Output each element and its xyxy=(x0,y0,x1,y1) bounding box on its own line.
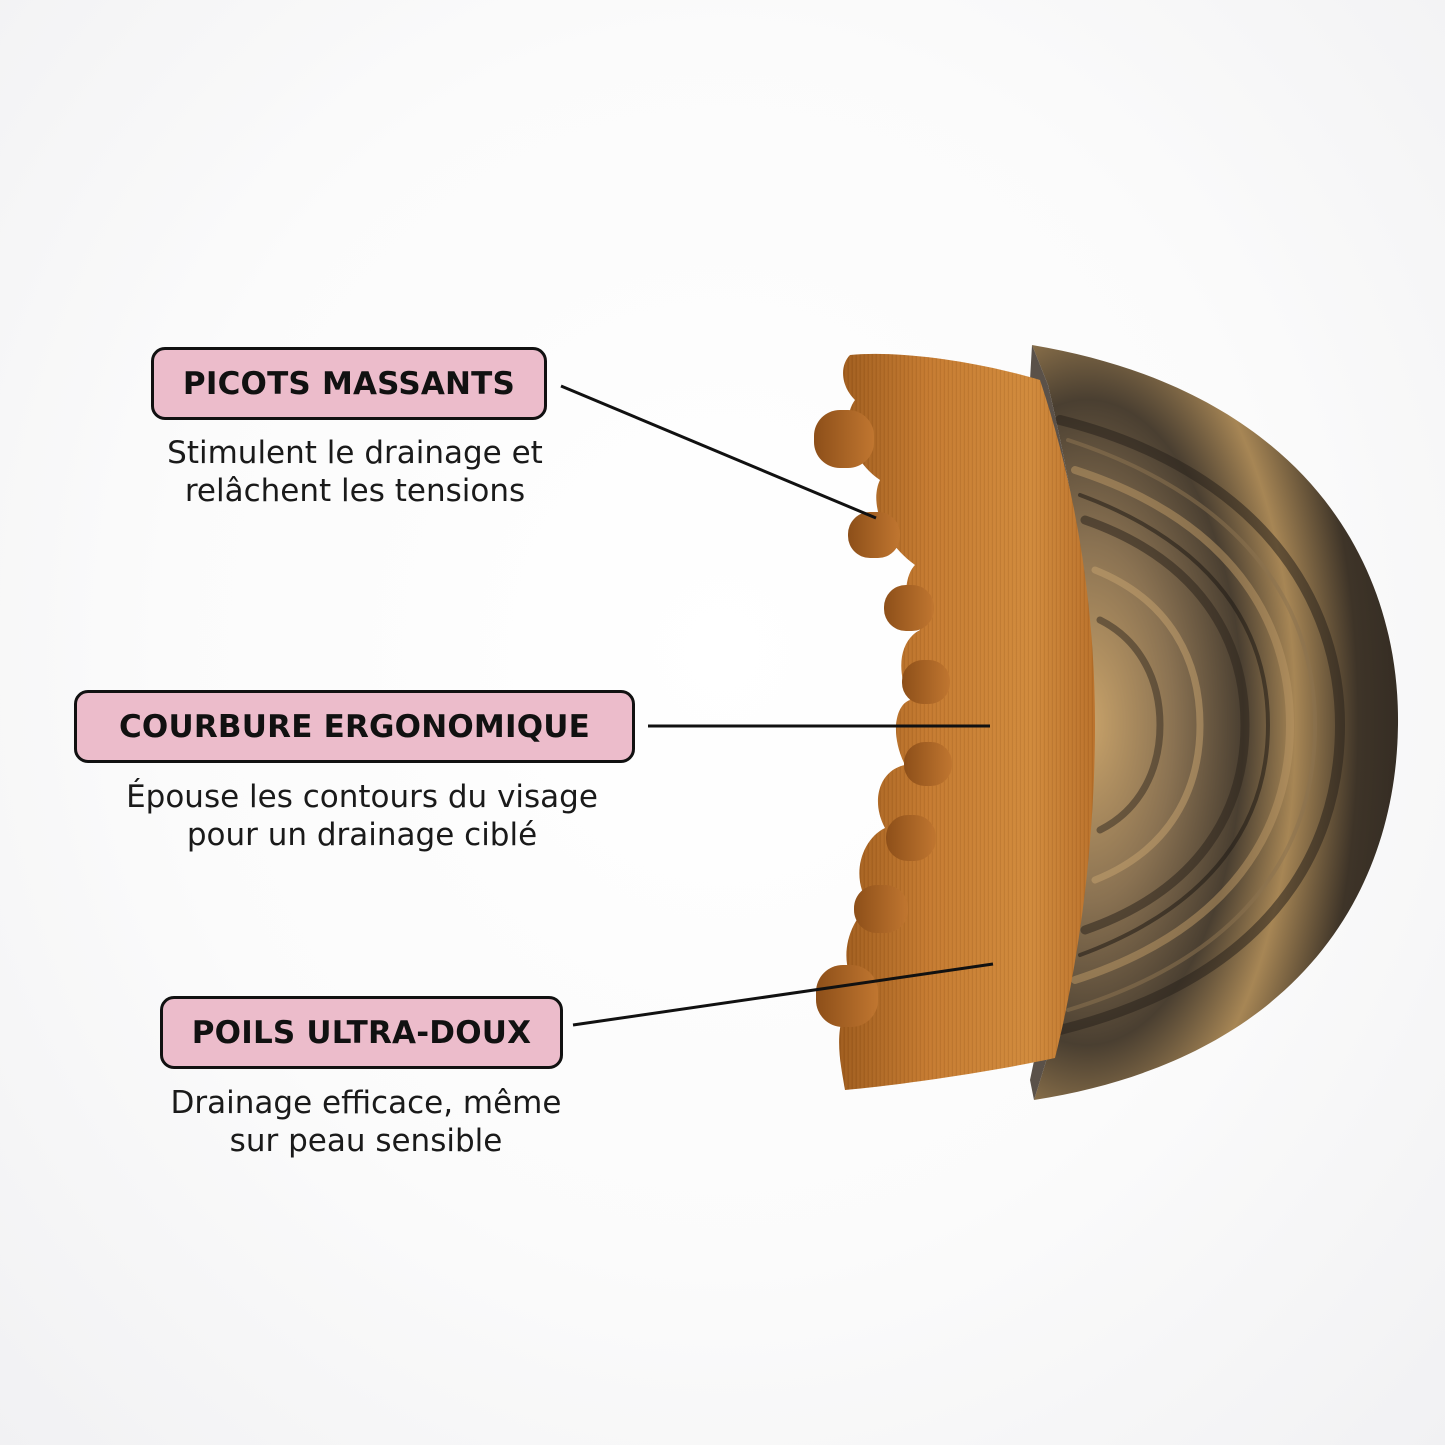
caption-line: sur peau sensible xyxy=(229,1123,503,1159)
label-courbure-ergonomique: COURBURE ERGONOMIQUE xyxy=(74,690,635,763)
caption-line: Stimulent le drainage et xyxy=(167,435,543,471)
label-poils-ultra-doux: POILS ULTRA-DOUX xyxy=(160,996,563,1069)
caption-line: Épouse les contours du visage xyxy=(126,779,598,815)
caption-line: pour un drainage ciblé xyxy=(186,817,538,853)
caption-line: Drainage efficace, même xyxy=(170,1085,562,1121)
leader-line-poils xyxy=(572,962,994,1027)
label-picots-massants: PICOTS MASSANTS xyxy=(151,347,547,420)
caption-courbure-ergonomique: Épouse les contours du visage pour un dr… xyxy=(62,778,662,854)
caption-line: relâchent les tensions xyxy=(184,473,526,509)
caption-picots-massants: Stimulent le drainage et relâchent les t… xyxy=(105,434,605,510)
leader-line-picots xyxy=(560,384,877,520)
label-title: COURBURE ERGONOMIQUE xyxy=(118,708,590,745)
label-title: PICOTS MASSANTS xyxy=(182,365,516,402)
massage-nubs xyxy=(814,410,952,1027)
label-title: POILS ULTRA-DOUX xyxy=(191,1014,532,1051)
caption-poils-ultra-doux: Drainage efficace, même sur peau sensibl… xyxy=(116,1084,616,1160)
